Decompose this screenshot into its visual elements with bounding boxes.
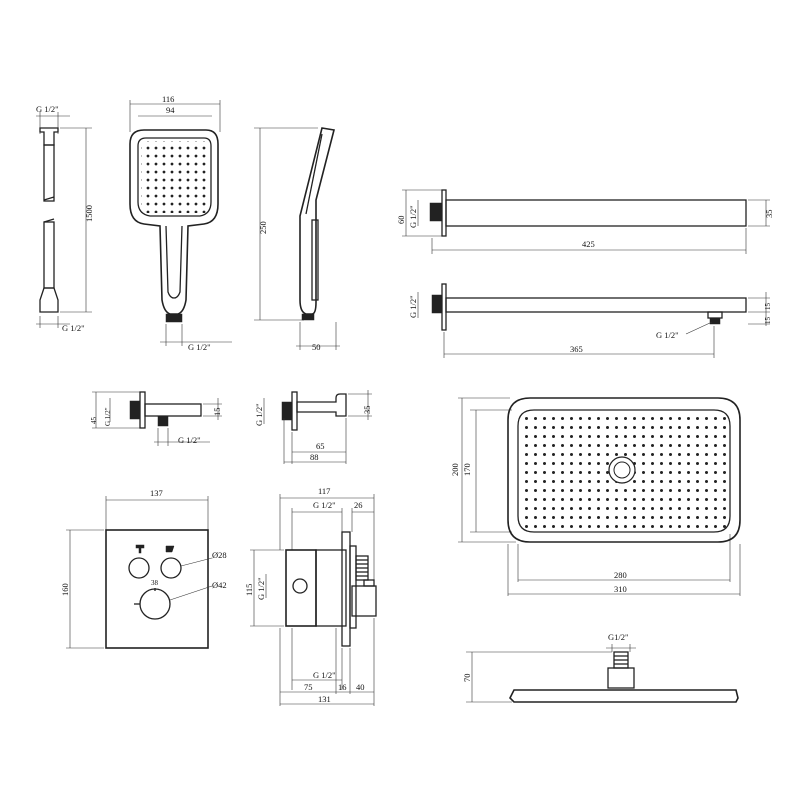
hand-shower-thread-label: G 1/2": [188, 342, 211, 352]
hose-top-thread-label: G 1/2": [36, 104, 59, 114]
mixer-side-width-label: 117: [318, 486, 330, 496]
arm-top-flange-label: 60: [396, 216, 406, 225]
mixer-side-handle-label: 40: [356, 682, 365, 692]
knob-left[interactable]: [128, 557, 150, 579]
hose-view: G 1/2" 1500 G 1/2": [36, 104, 94, 333]
hose-bottom-thread-label: G 1/2": [62, 323, 85, 333]
mixer-side-body-label: 75: [304, 682, 313, 692]
hand-shower-outer-square-label: 116: [162, 94, 174, 104]
overhead-side-thread-label: G1/2": [608, 632, 628, 642]
holder-depth-outer-label: 88: [310, 452, 319, 462]
arm-bottom-thickness-a-label: 15: [764, 303, 772, 311]
mixer-side-view: 117 G 1/2" 26 115 G 1/2": [244, 486, 377, 706]
mixer-side-thread-top-label: G 1/2": [313, 500, 336, 510]
wall-outlet-flange-label: 45: [90, 417, 98, 425]
overhead-height-outer-label: 200: [450, 463, 460, 476]
hand-shower-depth-label: 50: [312, 342, 321, 352]
wall-outlet-view: 45 G 1/2" 15 G 1/2": [90, 391, 222, 446]
wall-outlet-height-label: 15: [212, 408, 222, 417]
knurled-knob[interactable]: [355, 555, 369, 581]
shower-holder-view: G 1/2" 35 65 88: [254, 390, 372, 464]
holder-height-label: 35: [362, 406, 372, 415]
arm-bottom-outlet-thread-label: G 1/2": [656, 330, 679, 340]
shower-head-icon: [165, 545, 175, 553]
thermostat-knob[interactable]: [139, 588, 171, 620]
mixer-side-height-label: 115: [244, 584, 254, 596]
wall-outlet-outlet-thread-label: G 1/2": [178, 435, 201, 445]
mixer-knob-small-label: Ø28: [212, 550, 227, 560]
overhead-shower-side-view: G1/2" 70: [462, 632, 739, 703]
faucet-icon: [135, 544, 145, 554]
mixer-width-label: 137: [150, 488, 163, 498]
hand-shower-side-view: 250 50: [254, 127, 340, 352]
hand-shower-front-view: 116 94 G 1/2": [129, 94, 232, 352]
hand-shower-inner-square-label: 94: [166, 105, 175, 115]
arm-bottom-thickness-b-label: 15: [764, 317, 772, 325]
mixer-side-total-label: 131: [318, 694, 331, 704]
mixer-side-thread-bottom-label: G 1/2": [313, 670, 336, 680]
shower-arm-top-view: 60 G 1/2" 35 425: [396, 189, 774, 254]
overhead-height-inner-label: 170: [462, 463, 472, 476]
shower-arm-bottom-view: G 1/2" 15 15 G 1/2" 365: [408, 283, 772, 358]
hand-shower-height-label: 250: [258, 221, 268, 234]
mixer-side-cap-label: 26: [354, 500, 363, 510]
thermostat-temp-label: 38: [151, 579, 159, 587]
arm-top-thickness-label: 35: [764, 210, 774, 219]
hose-length-label: 1500: [84, 205, 94, 222]
overhead-shower-top-view: 200 170 280 310: [450, 397, 741, 596]
holder-depth-inner-label: 65: [316, 441, 325, 451]
wall-outlet-thread-label: G 1/2": [104, 407, 112, 426]
arm-bottom-thread-label: G 1/2": [408, 295, 418, 318]
mixer-side-plate-label: 16: [338, 682, 347, 692]
arm-top-length-label: 425: [582, 239, 595, 249]
arm-top-thread-label: G 1/2": [408, 205, 418, 228]
knob-right[interactable]: [160, 557, 182, 579]
mixer-side-side-thread-label: G 1/2": [256, 577, 266, 600]
mixer-height-label: 160: [60, 583, 70, 596]
mixer-knob-large-label: Ø42: [212, 580, 227, 590]
overhead-width-outer-label: 310: [614, 584, 627, 594]
arm-bottom-length-label: 365: [570, 344, 583, 354]
holder-thread-label: G 1/2": [254, 403, 264, 426]
mixer-front-view: 137 160 Ø28 38 Ø42: [60, 488, 227, 649]
overhead-side-height-label: 70: [462, 674, 472, 683]
overhead-width-inner-label: 280: [614, 570, 627, 580]
